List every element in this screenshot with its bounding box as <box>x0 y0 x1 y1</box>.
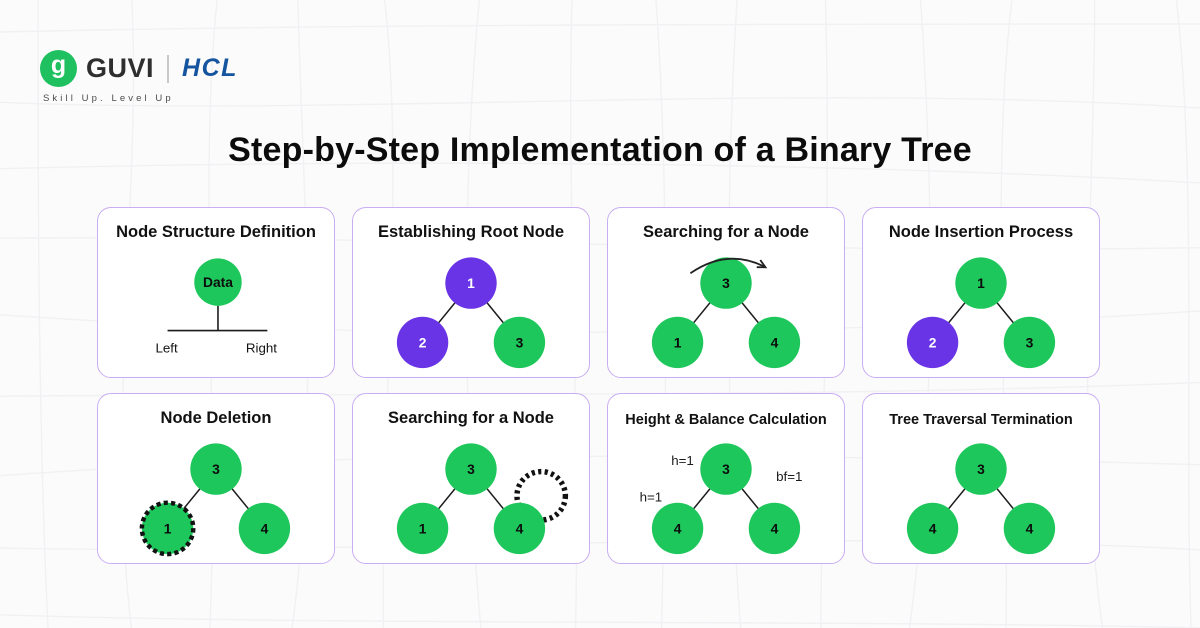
guvi-wordmark: GUVI <box>86 53 155 83</box>
node-label: 1 <box>674 334 682 350</box>
tree-diagram: 3 4 4 <box>906 443 1056 555</box>
card-4-node-insertion-process: Node Insertion Process 1 2 3 <box>862 207 1100 378</box>
grid-line <box>0 162 1200 184</box>
card-6-searching-for-a-node: Searching for a Node 3 1 4 <box>352 393 590 564</box>
node-circle <box>906 316 959 369</box>
node-label: 3 <box>977 461 985 477</box>
annotation-left-child: h=1 <box>640 490 663 505</box>
node-label: 1 <box>467 275 475 291</box>
tree-diagram: 3 1 4 <box>396 443 569 555</box>
node-label: 1 <box>977 275 985 291</box>
node-label: 4 <box>1026 520 1034 536</box>
node-label: 3 <box>722 461 730 477</box>
left-pointer-label: Left <box>155 340 178 355</box>
brand-separator <box>167 54 170 83</box>
node-circle <box>651 502 704 555</box>
card-2-establishing-root-node: Establishing Root Node 1 2 3 <box>352 207 590 378</box>
node-label: 4 <box>674 520 682 536</box>
grid-line <box>0 614 1200 628</box>
node-circle <box>445 443 497 495</box>
tree-diagram: 3 4 4 h=1 bf=1 h=1 <box>640 443 802 555</box>
node-circle <box>396 502 449 555</box>
tree-diagram: 1 2 3 <box>906 257 1056 369</box>
node-label: 3 <box>1026 334 1034 350</box>
node-circle <box>445 257 497 309</box>
node-label: 4 <box>929 520 937 536</box>
node-circle <box>906 502 959 555</box>
card-title: Node Structure Definition <box>116 223 316 241</box>
card-title: Node Insertion Process <box>888 223 1074 241</box>
grid-line <box>1175 0 1192 628</box>
node-circle <box>238 502 291 555</box>
node-circle <box>700 443 752 495</box>
brand-tagline: Skill Up. Level Up <box>43 93 174 104</box>
node-label: 1 <box>419 520 427 536</box>
data-node-label: Data <box>203 274 233 290</box>
card-8-tree-traversal-termination: Tree Traversal Termination 3 4 4 <box>862 393 1100 564</box>
card-title: Searching for a Node <box>388 409 554 427</box>
data-node-circle <box>194 258 242 306</box>
search-arrow-icon <box>689 257 766 274</box>
node-circle <box>748 316 801 369</box>
tree-diagram: 1 2 3 <box>396 257 546 369</box>
node-circle <box>955 443 1007 495</box>
annotation-root-right: bf=1 <box>776 469 802 484</box>
node-circle <box>700 257 752 309</box>
annotation-root-left: h=1 <box>671 453 694 468</box>
grid-line <box>0 23 1200 33</box>
node-label: 3 <box>467 461 475 477</box>
guvi-icon-letter: g <box>50 51 67 79</box>
node-circle <box>190 443 242 495</box>
node-label: 4 <box>261 520 269 536</box>
node-label: 2 <box>929 334 937 350</box>
card-3-searching-for-a-node: Searching for a Node 3 1 4 <box>607 207 845 378</box>
node-label: 3 <box>516 334 524 350</box>
card-title: Height & Balance Calculation <box>625 412 827 428</box>
node-label: 3 <box>722 275 730 291</box>
node-circle-dashed <box>139 500 196 557</box>
node-circle <box>651 316 704 369</box>
card-5-node-deletion: Node Deletion 3 1 4 <box>97 393 335 564</box>
card-7-height-and-balance-calculation: Height & Balance Calculation 3 4 4 h=1 bf=1 h=… <box>607 393 845 564</box>
node-label: 4 <box>516 520 524 536</box>
node-circle <box>1003 316 1056 369</box>
search-arrow-head-icon <box>756 259 768 269</box>
node-circle <box>396 316 449 369</box>
grid-line <box>0 97 1200 109</box>
node-circle <box>955 257 1007 309</box>
node-label: 1 <box>164 520 172 536</box>
card-title: Node Deletion <box>160 409 272 427</box>
page-title: Step-by-Step Implementation of a Binary … <box>228 131 972 169</box>
tree-diagram: 3 1 4 <box>139 443 291 557</box>
node-label: 2 <box>419 334 427 350</box>
node-label: 3 <box>212 461 220 477</box>
node-circle <box>1003 502 1056 555</box>
grid-line <box>37 0 49 628</box>
card-title: Tree Traversal Termination <box>889 412 1073 428</box>
tree-diagram: 3 1 4 <box>651 257 801 369</box>
hcl-wordmark: HCL <box>182 54 238 82</box>
node-circle <box>748 502 801 555</box>
brand-header: g GUVI HCL Skill Up. Level Up <box>40 50 238 104</box>
right-pointer-label: Right <box>246 340 277 355</box>
node-label: 4 <box>771 520 779 536</box>
node-circle <box>493 316 546 369</box>
guvi-logo-icon: g <box>40 50 77 87</box>
node-label: 4 <box>771 334 779 350</box>
card-title: Establishing Root Node <box>377 223 565 241</box>
card-title: Searching for a Node <box>643 223 809 241</box>
node-circle <box>493 502 546 555</box>
brand-row: g GUVI HCL <box>40 50 238 87</box>
